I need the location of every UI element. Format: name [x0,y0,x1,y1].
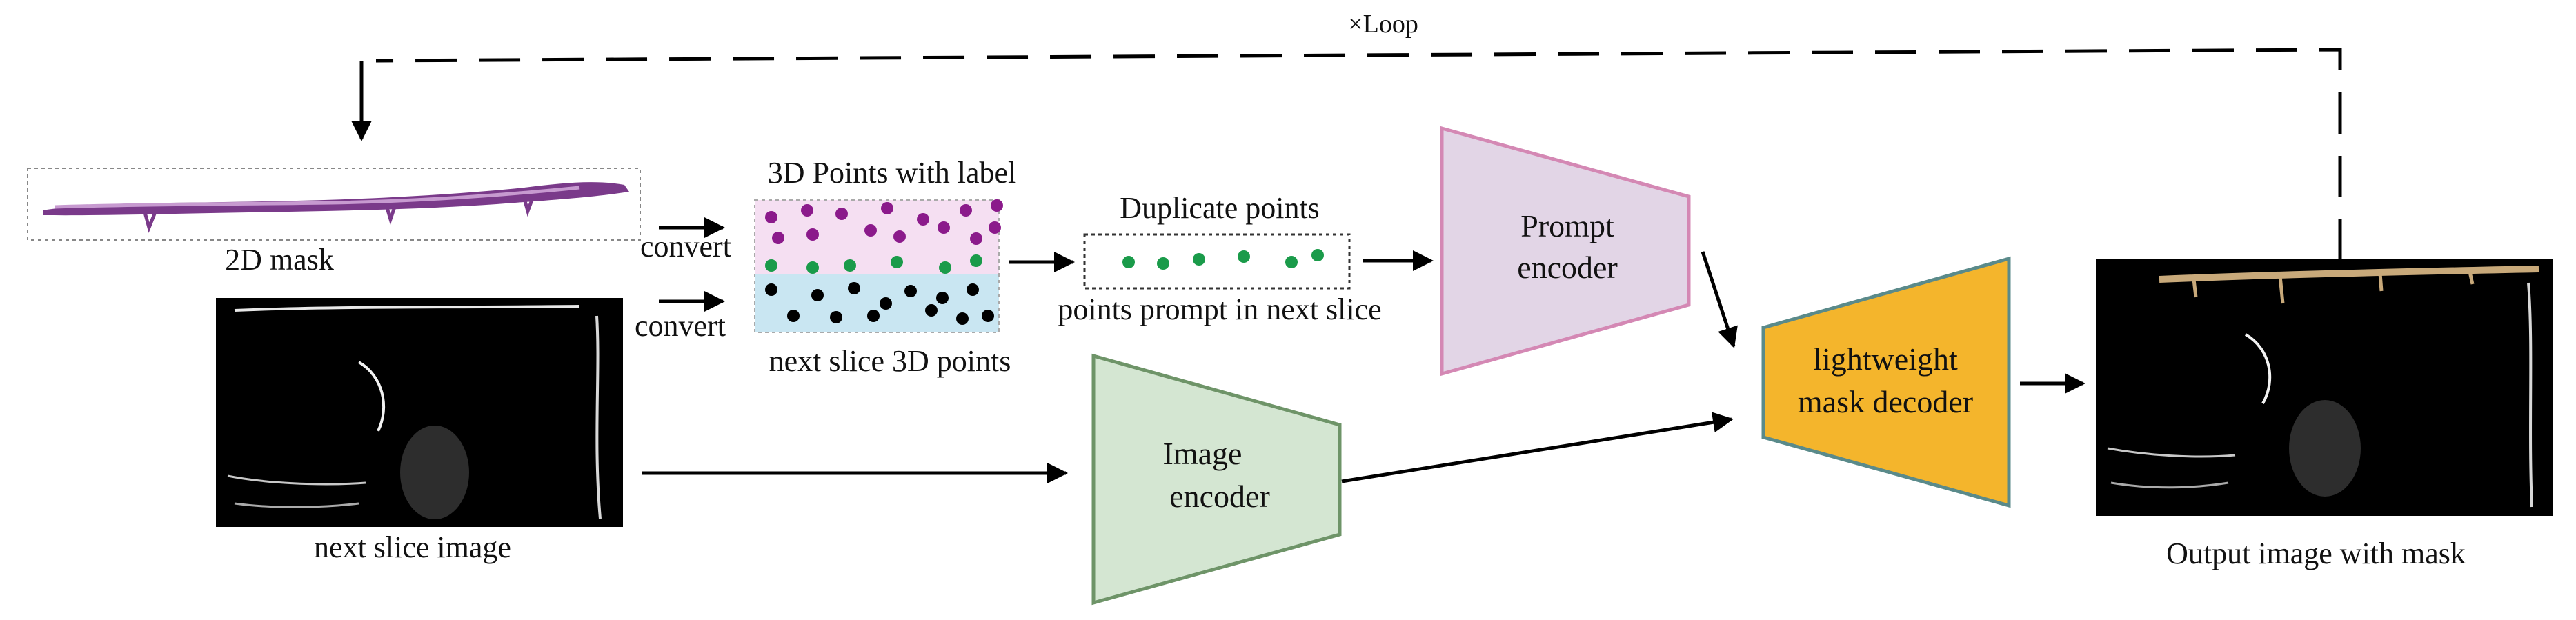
black-point [904,285,917,297]
prompt-encoder-line2: encoder [1517,250,1618,285]
image-encoder-line2: encoder [1169,479,1270,514]
purple-point [881,202,893,214]
duplicate-green-point [1285,256,1298,268]
purple-point [960,204,972,217]
purple-point [970,232,982,245]
mask-decoder: lightweight mask decoder [1761,256,2011,508]
duplicate-subtitle: points prompt in next slice [1058,292,1381,326]
duplicate-title: Duplicate points [1120,191,1320,225]
green-point [806,261,819,274]
black-point [811,289,824,301]
black-point [848,282,860,294]
duplicate-points-box [1083,233,1351,290]
black-point [765,283,777,296]
black-point [967,283,979,296]
green-point [891,256,903,268]
purple-point [864,224,877,237]
purple-point [917,213,929,226]
duplicate-green-point [1122,256,1135,268]
image-to-decoder-arrow [1341,412,1734,483]
prompt-encoder-line1: Prompt [1520,208,1614,243]
purple-point [835,208,848,220]
black-point [867,310,880,322]
mask-decoder-line2: mask decoder [1798,384,1973,419]
purple-point [806,228,819,241]
duplicate-green-point [1193,253,1205,266]
points-3d-subtitle: next slice 3D points [769,344,1011,378]
points-3d-panel [754,199,1003,333]
output-image [2096,259,2553,516]
mask-2d-label: 2D mask [225,243,334,277]
green-point [844,259,856,272]
green-point [765,259,777,272]
points-3d-title: 3D Points with label [768,156,1017,190]
image-encoder: Image encoder [1091,353,1342,606]
prompt-encoder: Prompt encoder [1440,126,1691,377]
black-point [936,292,949,304]
green-point [939,261,951,274]
purple-point [765,211,777,223]
points-3d-top-band [755,200,999,274]
black-point [982,310,994,322]
green-point [970,254,982,267]
black-point [787,310,800,322]
duplicate-green-point [1238,250,1250,263]
convert-bottom-label: convert [635,309,726,343]
black-point [925,304,938,317]
slice-image [216,298,623,527]
black-point [880,297,892,310]
purple-point [938,221,950,234]
output-label: Output image with mask [2166,537,2466,570]
purple-point [893,230,906,243]
purple-point [991,199,1003,212]
image-encoder-line1: Image [1163,436,1242,471]
convert-top-label: convert [640,230,731,263]
purple-point [801,204,813,217]
mask-decoder-line1: lightweight [1813,341,1958,377]
purple-point [989,221,1001,234]
duplicate-green-point [1311,249,1324,261]
prompt-to-decoder-arrow [1701,251,1738,348]
mask-2d [27,168,641,241]
purple-point [772,232,784,244]
loop-label: ×Loop [1348,10,1418,39]
black-point [956,312,969,325]
slice-image-label: next slice image [314,530,511,564]
loop-path [351,48,2342,261]
black-point [830,311,842,323]
duplicate-green-point [1157,257,1169,270]
